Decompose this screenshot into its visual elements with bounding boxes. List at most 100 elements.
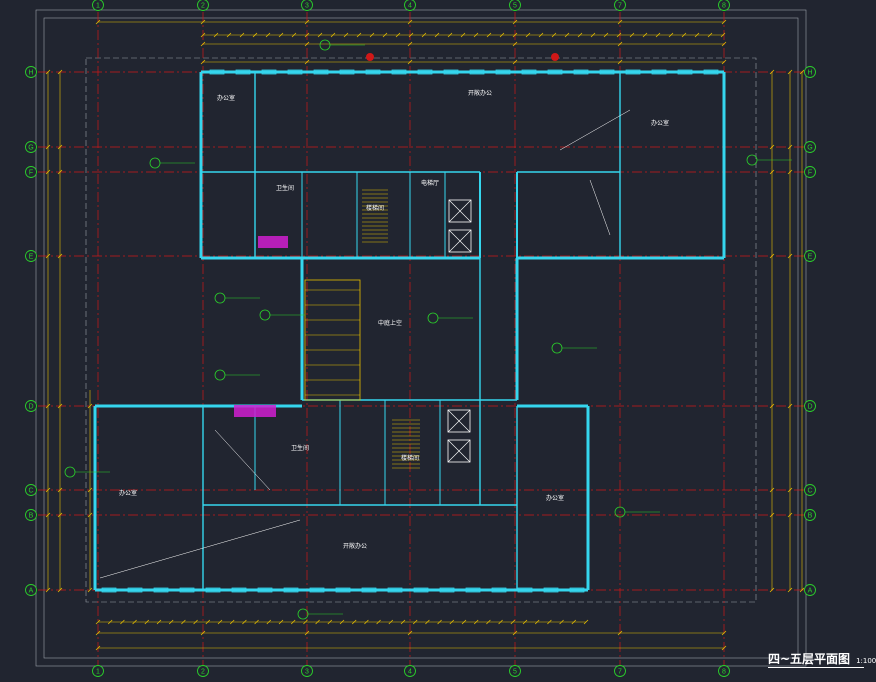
dimension-tick bbox=[239, 32, 245, 38]
dimension-tick bbox=[200, 59, 206, 65]
marker-dot bbox=[551, 53, 559, 61]
dimension-tick bbox=[437, 619, 442, 625]
axis-bubble-label: A bbox=[808, 588, 813, 595]
axis-bubble-label: 5 bbox=[513, 669, 517, 676]
window-mark bbox=[443, 69, 459, 75]
dimension-tick bbox=[460, 32, 466, 38]
axis-bubble bbox=[25, 484, 37, 496]
axis-bubble bbox=[804, 584, 816, 596]
axis-bubble-label: 4 bbox=[408, 3, 412, 10]
dimension-tick bbox=[200, 32, 206, 38]
axis-bubble-label: C bbox=[28, 488, 33, 495]
dimension-tick bbox=[510, 619, 516, 625]
window-mark bbox=[313, 69, 329, 75]
axis-bubble-label: D bbox=[28, 404, 33, 411]
marker-dot bbox=[366, 53, 374, 61]
axis-bubble bbox=[718, 665, 730, 677]
dimension-tick bbox=[382, 32, 388, 38]
dimension-tick bbox=[498, 619, 503, 625]
dimension-tick bbox=[304, 59, 310, 65]
axis-bubble-label: A bbox=[29, 588, 34, 595]
dimension-tick bbox=[87, 403, 93, 409]
dimension-tick bbox=[265, 32, 271, 38]
axis-bubble bbox=[197, 665, 209, 677]
magenta-equipment bbox=[258, 236, 288, 248]
dimension-tick bbox=[57, 512, 63, 518]
dimension-tick bbox=[57, 69, 63, 75]
dimension-tick bbox=[721, 19, 727, 25]
dimension-tick bbox=[547, 619, 552, 625]
axis-bubble bbox=[804, 509, 816, 521]
dimension-tick bbox=[629, 32, 635, 38]
leader-line bbox=[559, 109, 631, 151]
leader-line bbox=[99, 519, 301, 579]
dimension-tick bbox=[200, 19, 206, 25]
axis-bubble bbox=[301, 0, 313, 11]
dimension-tick bbox=[200, 41, 206, 47]
dimension-tick bbox=[87, 587, 93, 593]
dimension-tick bbox=[407, 19, 413, 25]
window-mark bbox=[153, 587, 169, 593]
dimension-tick bbox=[168, 619, 174, 625]
dimension-tick bbox=[616, 32, 622, 38]
dimension-tick bbox=[412, 619, 418, 625]
dimension-tick bbox=[291, 32, 297, 38]
axis-bubble-label: C bbox=[807, 488, 812, 495]
dimension-tick bbox=[425, 619, 430, 625]
annotation-marker bbox=[427, 312, 439, 324]
annotation-marker bbox=[319, 39, 331, 51]
dimension-tick bbox=[473, 619, 479, 625]
dimension-tick bbox=[499, 32, 505, 38]
axis-bubble bbox=[25, 584, 37, 596]
axis-bubble bbox=[25, 250, 37, 262]
dimension-tick bbox=[226, 32, 232, 38]
dimension-tick bbox=[617, 19, 623, 25]
dimension-tick bbox=[538, 32, 544, 38]
dimension-tick bbox=[707, 32, 713, 38]
axis-bubble bbox=[25, 166, 37, 178]
dimension-tick bbox=[720, 32, 726, 38]
building-walls bbox=[93, 69, 726, 593]
dimension-tick bbox=[95, 645, 101, 651]
dimension-tick bbox=[229, 619, 235, 625]
dimension-tick bbox=[242, 619, 247, 625]
dimension-tick bbox=[317, 32, 323, 38]
dimension-tick bbox=[769, 512, 775, 518]
dimension-tick bbox=[603, 32, 609, 38]
window-mark bbox=[261, 69, 277, 75]
dimension-tick bbox=[330, 32, 336, 38]
dimension-tick bbox=[144, 619, 150, 625]
axis-bubble bbox=[25, 141, 37, 153]
axis-bubble-label: 3 bbox=[305, 669, 309, 676]
elevator-cross bbox=[447, 409, 471, 433]
dimension-tick bbox=[769, 169, 775, 175]
dimension-tick bbox=[590, 32, 596, 38]
axis-bubble bbox=[92, 665, 104, 677]
window-mark bbox=[209, 69, 225, 75]
dimension-tick bbox=[45, 169, 51, 175]
axis-bubble bbox=[509, 0, 521, 11]
axis-bubble bbox=[614, 665, 626, 677]
window-mark bbox=[569, 587, 585, 593]
annotation-marker bbox=[214, 369, 226, 381]
window-mark bbox=[413, 587, 429, 593]
axis-bubble bbox=[804, 400, 816, 412]
elevator-cross bbox=[447, 439, 471, 463]
dimension-tick bbox=[486, 32, 492, 38]
window-mark bbox=[101, 587, 117, 593]
axis-bubble-label: 8 bbox=[722, 669, 726, 676]
axis-bubble-label: E bbox=[29, 254, 34, 261]
dimension-tick bbox=[787, 587, 793, 593]
elevator-shaft bbox=[447, 439, 471, 463]
dimension-tick bbox=[107, 619, 113, 625]
axis-bubble-label: B bbox=[29, 513, 34, 520]
dimension-tick bbox=[655, 32, 661, 38]
dimension-tick bbox=[486, 619, 491, 625]
dimension-tick bbox=[213, 32, 219, 38]
annotation-marker bbox=[64, 466, 76, 478]
window-mark bbox=[495, 69, 511, 75]
dimension-tick bbox=[278, 619, 284, 625]
axis-bubble bbox=[804, 141, 816, 153]
window-mark bbox=[391, 69, 407, 75]
annotation-marker bbox=[297, 608, 309, 620]
